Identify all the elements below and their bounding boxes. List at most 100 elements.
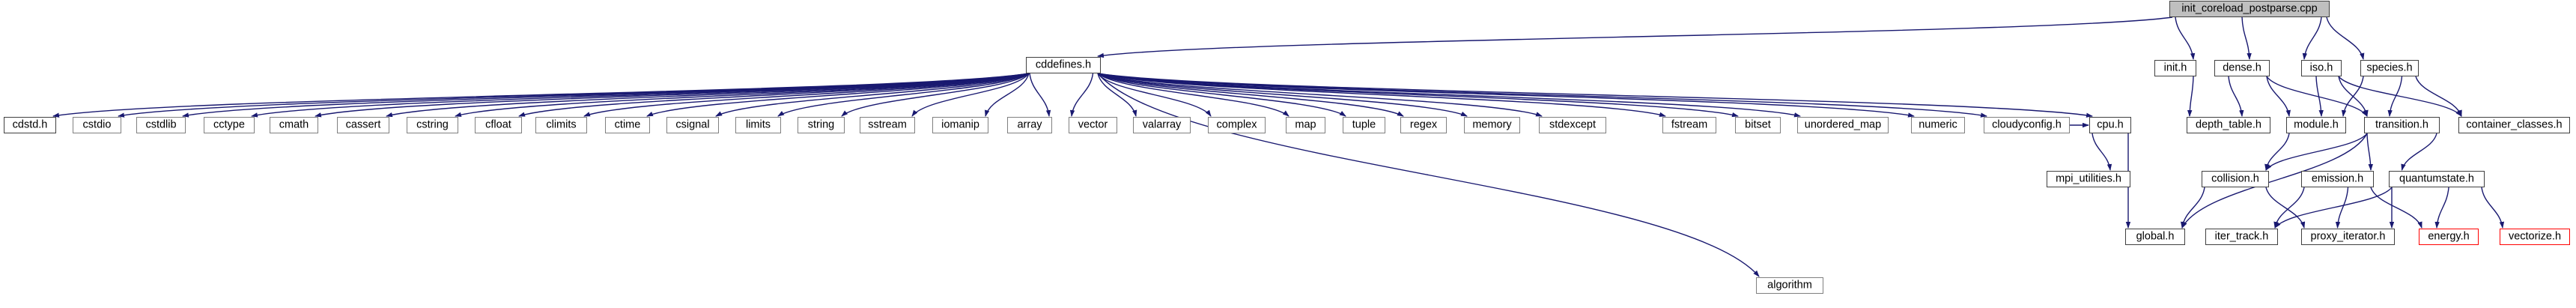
graph-node-label: tuple bbox=[1352, 118, 1376, 131]
graph-node-iso-h[interactable]: iso.h bbox=[2301, 60, 2342, 76]
graph-node-label: cstdio bbox=[82, 118, 112, 131]
graph-edge bbox=[2175, 16, 2196, 60]
graph-node-array[interactable]: array bbox=[1007, 117, 1052, 133]
graph-edge bbox=[2341, 76, 2364, 117]
graph-node-proxy-iterator-h[interactable]: proxy_iterator.h bbox=[2301, 229, 2395, 245]
graph-node-label: cassert bbox=[345, 118, 381, 131]
graph-node-climits[interactable]: climits bbox=[535, 117, 587, 133]
graph-node-iomanip[interactable]: iomanip bbox=[932, 117, 988, 133]
graph-node-regex[interactable]: regex bbox=[1400, 117, 1447, 133]
graph-node-bitset[interactable]: bitset bbox=[1735, 117, 1781, 133]
graph-node-label: global.h bbox=[2136, 230, 2175, 243]
graph-edge bbox=[1097, 73, 1739, 118]
graph-edge bbox=[777, 73, 1030, 117]
graph-node-label: cmath bbox=[279, 118, 309, 131]
graph-node-label: iomanip bbox=[941, 118, 979, 131]
graph-node-label: numeric bbox=[1919, 118, 1957, 131]
graph-node-label: algorithm bbox=[1767, 279, 1812, 292]
graph-edge bbox=[2181, 187, 2205, 229]
graph-node-container-classes-h[interactable]: container_classes.h bbox=[2458, 117, 2570, 133]
graph-node-label: iso.h bbox=[2309, 61, 2333, 74]
graph-node-tuple[interactable]: tuple bbox=[1343, 117, 1385, 133]
graph-edge bbox=[182, 73, 1030, 118]
graph-node-cddefines-h[interactable]: cddefines.h bbox=[1026, 57, 1101, 73]
graph-edge bbox=[118, 73, 1030, 118]
graph-edge bbox=[386, 73, 1030, 118]
graph-node-sstream[interactable]: sstream bbox=[860, 117, 915, 133]
graph-node-emission-h[interactable]: emission.h bbox=[2301, 171, 2374, 187]
graph-edge bbox=[315, 73, 1030, 118]
graph-node-cstring[interactable]: cstring bbox=[407, 117, 458, 133]
graph-node-label: fstream bbox=[1671, 118, 1708, 131]
graph-node-complex[interactable]: complex bbox=[1208, 117, 1266, 133]
graph-edge bbox=[2387, 76, 2403, 117]
graph-node-label: transition.h bbox=[2375, 118, 2428, 131]
graph-node-label: quantumstate.h bbox=[2399, 172, 2474, 185]
graph-node-csignal[interactable]: csignal bbox=[666, 117, 719, 133]
graph-edge bbox=[2266, 76, 2291, 117]
graph-node-label: climits bbox=[546, 118, 577, 131]
graph-node-dense-h[interactable]: dense.h bbox=[2214, 60, 2270, 76]
graph-node-cctype[interactable]: cctype bbox=[204, 117, 255, 133]
graph-node-map[interactable]: map bbox=[1286, 117, 1325, 133]
graph-edge bbox=[1097, 73, 1666, 117]
graph-node-valarray[interactable]: valarray bbox=[1133, 117, 1191, 133]
graph-node-unordered-map[interactable]: unordered_map bbox=[1797, 117, 1889, 133]
graph-edge bbox=[2315, 76, 2324, 117]
graph-node-cstdlib[interactable]: cstdlib bbox=[136, 117, 186, 133]
graph-node-cfloat[interactable]: cfloat bbox=[475, 117, 522, 133]
graph-node-numeric[interactable]: numeric bbox=[1911, 117, 1965, 133]
graph-node-label: memory bbox=[1472, 118, 1512, 131]
graph-node-cstdio[interactable]: cstdio bbox=[73, 117, 121, 133]
graph-node-cdstd-h[interactable]: cdstd.h bbox=[4, 117, 56, 133]
graph-node-cloudyconfig-h[interactable]: cloudyconfig.h bbox=[1984, 117, 2070, 133]
graph-node-energy-h[interactable]: energy.h bbox=[2419, 229, 2479, 245]
graph-node-global-h[interactable]: global.h bbox=[2125, 229, 2185, 245]
graph-edge bbox=[2481, 187, 2505, 229]
graph-node-init-coreload-postparse-cpp[interactable]: init_coreload_postparse.cpp bbox=[2169, 1, 2330, 17]
graph-node-vectorize-h[interactable]: vectorize.h bbox=[2500, 229, 2570, 245]
graph-node-mpi-utilities-h[interactable]: mpi_utilities.h bbox=[2047, 171, 2130, 187]
graph-node-vector[interactable]: vector bbox=[1069, 117, 1117, 133]
graph-edge bbox=[2228, 76, 2244, 117]
graph-node-label: species.h bbox=[2366, 61, 2413, 74]
graph-node-collision-h[interactable]: collision.h bbox=[2202, 171, 2269, 187]
graph-node-label: depth_table.h bbox=[2196, 118, 2261, 131]
graph-edge bbox=[2187, 76, 2194, 117]
graph-node-label: unordered_map bbox=[1804, 118, 1882, 131]
graph-node-cassert[interactable]: cassert bbox=[337, 117, 389, 133]
graph-node-memory[interactable]: memory bbox=[1464, 117, 1520, 133]
graph-node-label: valarray bbox=[1142, 118, 1182, 131]
graph-node-fstream[interactable]: fstream bbox=[1662, 117, 1716, 133]
graph-node-quantumstate-h[interactable]: quantumstate.h bbox=[2389, 171, 2485, 187]
graph-node-label: bitset bbox=[1745, 118, 1771, 131]
graph-node-module-h[interactable]: module.h bbox=[2286, 117, 2346, 133]
graph-node-init-h[interactable]: init.h bbox=[2154, 60, 2196, 76]
graph-node-cpu-h[interactable]: cpu.h bbox=[2089, 117, 2131, 133]
graph-node-label: stdexcept bbox=[1549, 118, 1597, 131]
graph-edge bbox=[2302, 16, 2322, 60]
graph-edge bbox=[841, 73, 1030, 117]
graph-node-label: cdstd.h bbox=[12, 118, 48, 131]
graph-edge bbox=[1097, 73, 1987, 118]
graph-node-label: dense.h bbox=[2223, 61, 2261, 74]
graph-node-label: cstdlib bbox=[145, 118, 177, 131]
graph-node-algorithm[interactable]: algorithm bbox=[1756, 277, 1823, 294]
graph-node-depth-table-h[interactable]: depth_table.h bbox=[2187, 117, 2270, 133]
graph-edge bbox=[2338, 76, 2369, 117]
graph-node-cmath[interactable]: cmath bbox=[270, 117, 318, 133]
graph-node-species-h[interactable]: species.h bbox=[2360, 60, 2419, 76]
graph-node-stdexcept[interactable]: stdexcept bbox=[1539, 117, 1606, 133]
graph-node-iter-track-h[interactable]: iter_track.h bbox=[2205, 229, 2278, 245]
graph-node-limits[interactable]: limits bbox=[735, 117, 781, 133]
graph-node-label: vector bbox=[1078, 118, 1108, 131]
graph-node-transition-h[interactable]: transition.h bbox=[2364, 117, 2440, 133]
graph-node-label: container_classes.h bbox=[2466, 118, 2563, 131]
graph-edge bbox=[1097, 73, 1760, 277]
graph-node-string[interactable]: string bbox=[798, 117, 845, 133]
graph-node-ctime[interactable]: ctime bbox=[605, 117, 650, 133]
graph-edge bbox=[2335, 187, 2349, 229]
graph-node-label: ctime bbox=[614, 118, 641, 131]
graph-node-label: complex bbox=[1216, 118, 1257, 131]
